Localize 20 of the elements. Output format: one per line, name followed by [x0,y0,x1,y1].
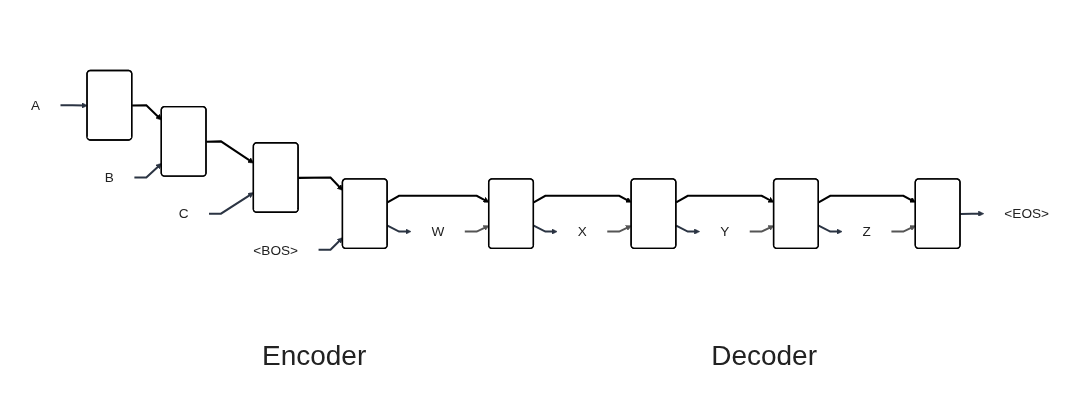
arrow [464,224,489,233]
node-text: C [178,205,189,221]
node-text: B [104,169,114,185]
arrow [749,224,774,233]
node-text: W [430,223,444,239]
arrow [817,224,842,235]
node-text: <EOS> [1003,205,1049,221]
arrow [532,224,557,235]
node-text: <BOS> [252,241,298,257]
arrow [386,194,489,203]
arrow [959,210,984,217]
section-label: Encoder [261,340,367,372]
arrow [675,224,700,235]
node-text: Y [719,223,729,239]
node-text: X [577,223,587,239]
section-label: Decoder [711,340,817,372]
node-text: A [30,97,40,113]
arrow [675,194,774,203]
arrow [386,224,411,235]
node-text: Z [862,223,871,239]
